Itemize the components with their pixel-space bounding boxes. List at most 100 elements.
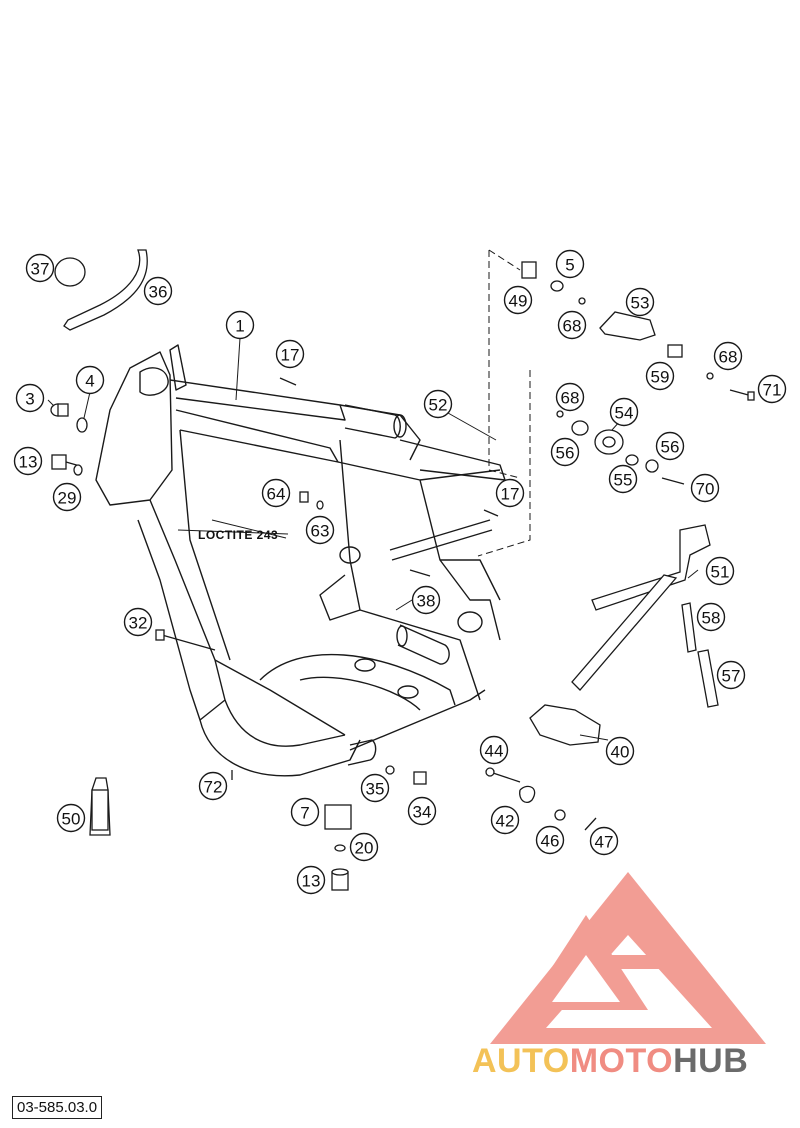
- clamp-37: [54, 257, 86, 287]
- callout-3: 3: [15, 383, 45, 413]
- callout-label: 13: [302, 872, 321, 891]
- callout-label: 72: [204, 778, 223, 797]
- callout-40: 40: [605, 736, 635, 766]
- callout-46: 46: [535, 825, 565, 855]
- washer-29: [73, 464, 83, 476]
- callout-label: 4: [85, 372, 94, 391]
- callout-37: 37: [25, 253, 55, 283]
- callout-50: 50: [56, 803, 86, 833]
- clip-68-mid: [556, 410, 564, 418]
- callout-59: 59: [645, 361, 675, 391]
- nut-34: [413, 771, 427, 785]
- callout-label: 59: [651, 368, 670, 387]
- callout-label: 29: [58, 489, 77, 508]
- callout-label: 55: [614, 471, 633, 490]
- callout-label: 54: [615, 404, 634, 423]
- callout-17: 17: [275, 339, 305, 369]
- nut-63: [316, 500, 324, 510]
- callout-label: 68: [563, 317, 582, 336]
- callout-53: 53: [625, 287, 655, 317]
- callout-label: 17: [281, 346, 300, 365]
- brand-part-hub: HUB: [673, 1042, 749, 1080]
- callout-label: 36: [149, 283, 168, 302]
- spring-57: [697, 649, 719, 708]
- brand-part-moto: MOTO: [569, 1042, 674, 1080]
- brand-wordmark: AUTOMOTOHUB: [472, 1042, 748, 1081]
- callout-label: 53: [631, 294, 650, 313]
- callout-55: 55: [608, 464, 638, 494]
- washer-20: [334, 844, 346, 852]
- rubber-block-7: [324, 804, 352, 830]
- callout-49: 49: [503, 285, 533, 315]
- callout-label: 68: [561, 389, 580, 408]
- callout-label: 49: [509, 292, 528, 311]
- screw-64: [299, 491, 309, 503]
- callout-64: 64: [261, 478, 291, 508]
- callout-44: 44: [479, 735, 509, 765]
- callout-label: 13: [19, 453, 38, 472]
- callout-51: 51: [705, 556, 735, 586]
- clip-68-right: [706, 372, 714, 380]
- spacer-55: [625, 454, 639, 466]
- screw-13-upper: [51, 454, 81, 470]
- bracket-53: [599, 311, 656, 341]
- bolt-70: [661, 477, 685, 485]
- callout-label: 40: [611, 743, 630, 762]
- callout-label: 68: [719, 348, 738, 367]
- callout-label: 46: [541, 832, 560, 851]
- callout-72: 72: [198, 771, 228, 801]
- bushing-3: [50, 403, 69, 417]
- clip-68-top: [578, 297, 586, 305]
- callout-52: 52: [423, 389, 453, 419]
- callout-32: 32: [123, 607, 153, 637]
- callout-63: 63: [305, 515, 335, 545]
- callout-68: 68: [557, 310, 587, 340]
- bolt-38: [409, 569, 431, 577]
- nut-35: [385, 765, 395, 775]
- callout-label: 47: [595, 833, 614, 852]
- washer-5: [550, 280, 564, 292]
- callout-label: 50: [62, 810, 81, 829]
- hinge-49: [521, 261, 537, 279]
- callout-68: 68: [555, 382, 585, 412]
- callout-47: 47: [589, 826, 619, 856]
- callout-label: 52: [429, 396, 448, 415]
- callout-29: 29: [52, 482, 82, 512]
- callout-58: 58: [696, 602, 726, 632]
- footrest-40: [529, 704, 601, 746]
- loctite-bottle-50: [89, 777, 111, 836]
- side-stand-51: [571, 524, 711, 691]
- callout-label: 17: [501, 485, 520, 504]
- callout-38: 38: [411, 585, 441, 615]
- callout-71: 71: [757, 374, 787, 404]
- bushing-56-right: [645, 459, 659, 473]
- frame-drawing: [95, 344, 506, 777]
- callout-54: 54: [609, 397, 639, 427]
- spring-plate-58: [681, 602, 697, 653]
- leader-lines: [47, 337, 699, 741]
- bolt-17-lower: [483, 509, 499, 517]
- callout-label: 20: [355, 839, 374, 858]
- bolt-71: [729, 389, 755, 401]
- callout-34: 34: [407, 796, 437, 826]
- spring-42: [519, 785, 536, 804]
- callout-label: 57: [722, 667, 741, 686]
- callout-label: 3: [25, 390, 34, 409]
- callout-label: 71: [763, 381, 782, 400]
- automotohub-logo-mark: [490, 872, 766, 1044]
- brand-part-auto: AUTO: [472, 1042, 570, 1080]
- callout-56: 56: [655, 431, 685, 461]
- callout-57: 57: [716, 660, 746, 690]
- callout-5: 5: [555, 249, 585, 279]
- pin-44: [485, 767, 521, 783]
- callout-label: 51: [711, 563, 730, 582]
- loctite-note: LOCTITE 243: [198, 528, 279, 542]
- callout-label: 70: [696, 480, 715, 499]
- callout-13: 13: [13, 446, 43, 476]
- callout-label: 56: [661, 438, 680, 457]
- washer-46: [554, 809, 566, 821]
- callout-label: 64: [267, 485, 286, 504]
- callout-label: 1: [235, 317, 244, 336]
